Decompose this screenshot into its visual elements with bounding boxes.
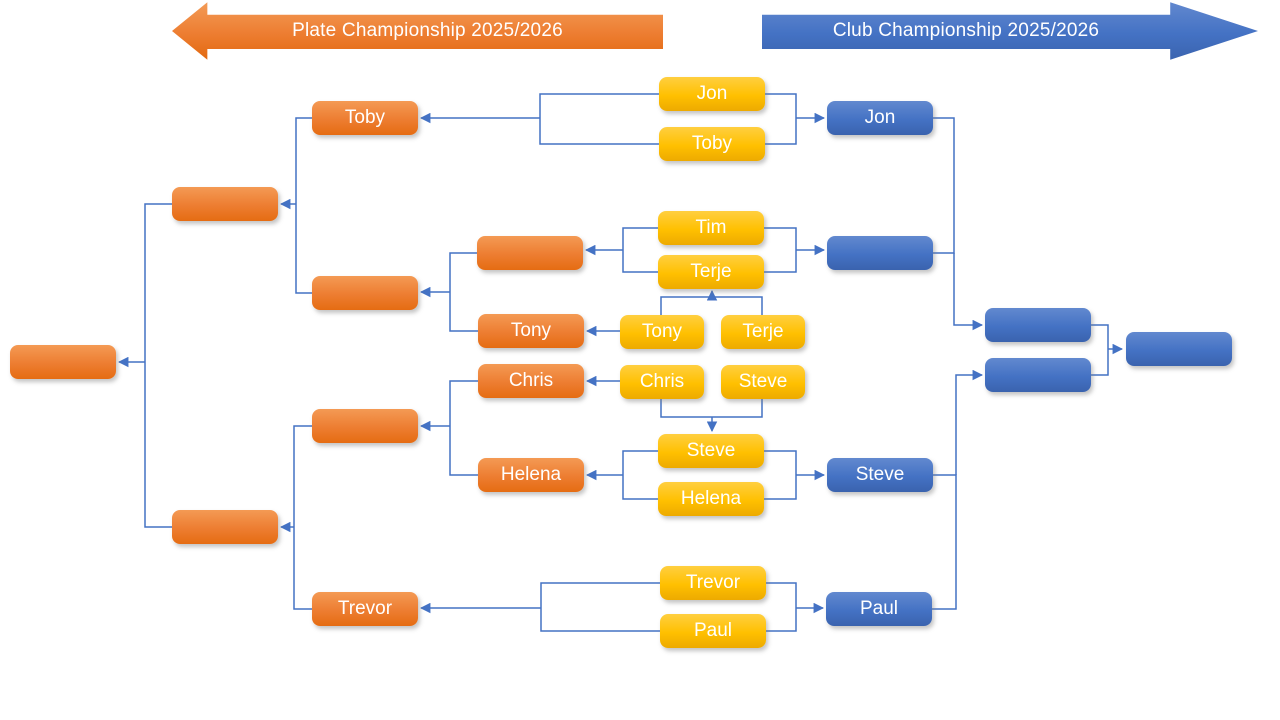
qualifier-node-trevor: Trevor xyxy=(660,566,766,600)
qualifier-node-jon: Jon xyxy=(659,77,765,111)
qualifier-node-toby: Toby xyxy=(659,127,765,161)
plate-node-helena: Helena xyxy=(478,458,584,492)
club-node-paul: Paul xyxy=(826,592,932,626)
plate-node-qf1-winner xyxy=(312,276,418,310)
prelim-node-tony: Tony xyxy=(620,315,704,349)
qualifier-node-tim: Tim xyxy=(658,211,764,245)
club-node-steve: Steve xyxy=(827,458,933,492)
qualifier-node-steve: Steve xyxy=(658,434,764,468)
plate-node-semifinal-2 xyxy=(172,510,278,544)
club-banner-label: Club Championship 2025/2026 xyxy=(832,20,1100,41)
club-node-jon: Jon xyxy=(827,101,933,135)
plate-node-trevor: Trevor xyxy=(312,592,418,626)
plate-banner-label: Plate Championship 2025/2026 xyxy=(292,20,563,41)
club-node-semifinal-1 xyxy=(985,308,1091,342)
plate-node-chris: Chris xyxy=(478,364,584,398)
plate-node-toby: Toby xyxy=(312,101,418,135)
qualifier-node-paul: Paul xyxy=(660,614,766,648)
qualifier-node-terje: Terje xyxy=(658,255,764,289)
plate-node-final xyxy=(10,345,116,379)
plate-node-tony: Tony xyxy=(478,314,584,348)
qualifier-node-helena: Helena xyxy=(658,482,764,516)
prelim-node-terje: Terje xyxy=(721,315,805,349)
club-node-semifinal-2 xyxy=(985,358,1091,392)
prelim-node-chris: Chris xyxy=(620,365,704,399)
plate-node-qf2-winner xyxy=(312,409,418,443)
plate-node-tt-loser xyxy=(477,236,583,270)
club-node-tt-winner xyxy=(827,236,933,270)
prelim-node-steve: Steve xyxy=(721,365,805,399)
plate-node-semifinal-1 xyxy=(172,187,278,221)
club-node-final xyxy=(1126,332,1232,366)
